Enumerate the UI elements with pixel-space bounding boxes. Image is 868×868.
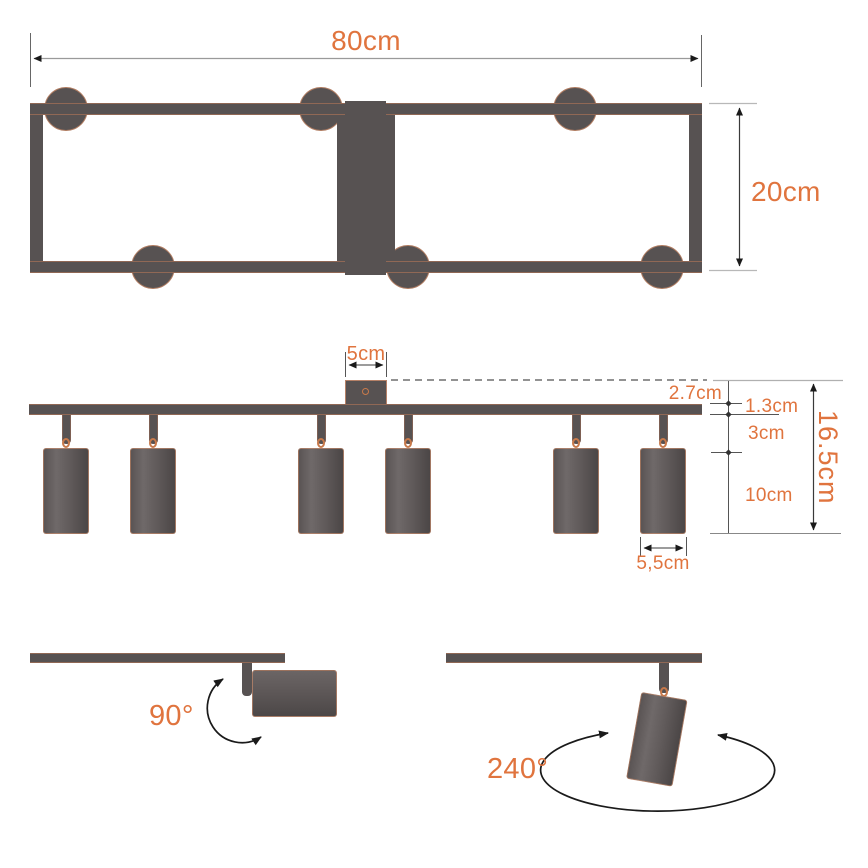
frame-inner-edge-right [383, 103, 395, 273]
mounting-rail-tilt [30, 653, 285, 663]
spot-stem [62, 415, 71, 444]
center-canopy-post [345, 101, 386, 275]
tick-diamond-2 [725, 411, 732, 418]
width-label: 80cm [331, 25, 401, 56]
mounting-rail-rotation [446, 653, 702, 663]
frame-right-edge [689, 103, 702, 273]
head-diameter-label: 5,5cm [636, 553, 690, 574]
spot-head [553, 448, 599, 534]
tick-diamond-1 [725, 400, 732, 407]
spot-stem [572, 415, 581, 444]
spot-head [43, 448, 89, 534]
spot-stem [149, 415, 158, 444]
canopy-width-label: 5cm [346, 343, 386, 365]
rotation-angle-label: 240° [487, 753, 549, 785]
spot-stem [404, 415, 413, 444]
tilt-angle-label: 90° [149, 700, 194, 732]
rotation-stem [659, 663, 669, 693]
swivel-joint [149, 438, 157, 448]
rail-thickness-label: 1.3cm [745, 396, 799, 417]
swivel-joint [317, 438, 325, 448]
spot-head [130, 448, 176, 534]
ceiling-offset-label: 2.7cm [668, 383, 722, 404]
tick-diamond-3 [725, 449, 732, 456]
rotation-arc-arrow [539, 730, 776, 812]
spot-head [298, 448, 344, 534]
spot-stem [659, 415, 668, 444]
stem-length-label: 3cm [748, 423, 785, 444]
spot-head [385, 448, 431, 534]
spot-stem [317, 415, 326, 444]
spot-head [640, 448, 686, 534]
tilt-arc-arrow [206, 678, 262, 746]
swivel-joint [572, 438, 580, 448]
mounting-rail [29, 404, 702, 415]
total-height-label: 16.5cm [813, 410, 843, 505]
tilt-stem [242, 663, 252, 696]
head-height-label: 10cm [745, 485, 793, 506]
swivel-joint [404, 438, 412, 448]
spot-head-horizontal [252, 670, 337, 717]
swivel-joint [62, 438, 70, 448]
frame-left-edge [30, 103, 43, 273]
height-label: 20cm [751, 176, 821, 207]
canopy-screw-icon [362, 388, 369, 395]
swivel-joint [659, 438, 667, 448]
